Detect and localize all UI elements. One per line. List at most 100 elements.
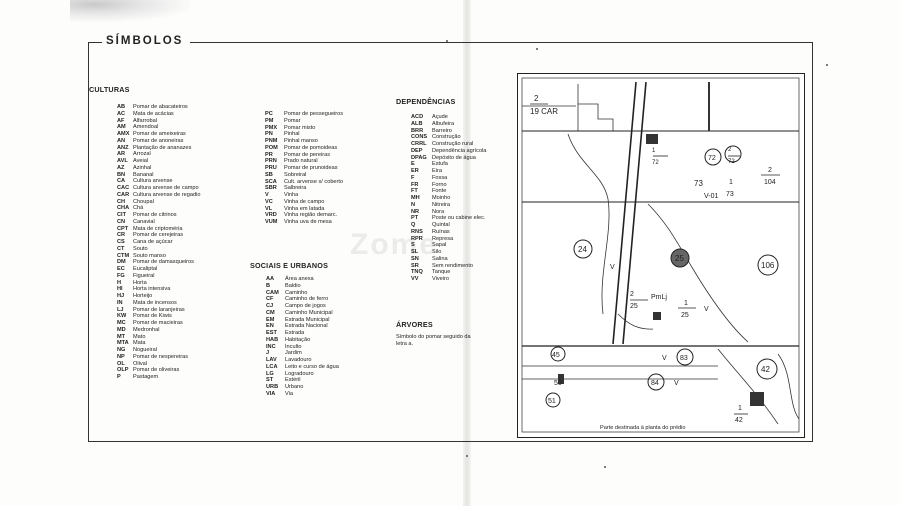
symbol-label: Bananal xyxy=(133,171,154,178)
symbol-code: SL xyxy=(411,249,419,255)
symbol-code: LJ xyxy=(117,306,124,313)
culturas-item: LJ Pomar de laranjeiras xyxy=(117,307,200,314)
symbol-code: MC xyxy=(117,320,126,326)
symbol-label: Arrozal xyxy=(133,151,151,158)
symbol-label: Sem rendimento xyxy=(432,262,474,269)
culturas2-item: PNM Pinhal manso xyxy=(265,138,343,145)
map-label-104-num: 2 xyxy=(768,167,772,174)
symbol-code: AA xyxy=(266,276,275,282)
map-label-73-den: 73 xyxy=(726,191,734,198)
symbol-label: Aveial xyxy=(133,158,149,164)
symbol-label: Vinha xyxy=(284,192,299,198)
symbol-code: RNS xyxy=(411,228,423,235)
symbol-code: PRU xyxy=(265,165,277,171)
symbol-code: VUM xyxy=(265,219,278,225)
symbol-code: Q xyxy=(411,222,416,228)
symbol-label: Prado natural xyxy=(284,158,318,165)
symbol-label: Plantação de ananazes xyxy=(133,144,192,151)
symbol-label: Pomar misto xyxy=(284,124,316,131)
symbol-code: CS xyxy=(117,239,125,245)
symbol-label: Caminho xyxy=(285,289,308,296)
symbol-code: V xyxy=(265,192,269,198)
symbol-label: Fonte xyxy=(432,188,447,195)
symbol-label: Chá xyxy=(133,205,144,212)
symbol-label: Souto manso xyxy=(133,252,166,259)
map-label-72b-num: 2 xyxy=(728,147,732,153)
map-label-72: 72 xyxy=(708,155,716,162)
symbol-code: SR xyxy=(411,262,419,269)
symbol-label: Leito e curso de água xyxy=(285,363,339,370)
symbol-code: PNM xyxy=(265,138,278,144)
scan-speck xyxy=(604,466,606,468)
map-label-72a-num: 1 xyxy=(652,148,656,154)
sociais-item: LCA Leito e curso de água xyxy=(266,364,339,371)
symbol-label: Pomar de cerejeiras xyxy=(133,232,184,239)
symbol-code: EC xyxy=(117,266,125,272)
symbol-label: Estufa xyxy=(432,161,448,168)
symbol-code: AB xyxy=(117,104,126,110)
symbol-label: Pomar de oliveiras xyxy=(133,367,180,374)
dependencias-item: E Estufa xyxy=(411,161,486,168)
symbol-label: Pinhal manso xyxy=(284,138,318,144)
map-label-24: 24 xyxy=(578,245,587,254)
symbol-label: Vinha de campo xyxy=(284,198,325,205)
symbol-code: SN xyxy=(411,255,419,262)
symbol-code: HAB xyxy=(266,336,279,343)
section-heading-sociais: SOCIAIS E URBANOS xyxy=(250,261,329,270)
watermark-logo: Zome xyxy=(350,228,439,261)
symbol-label: Salbreira xyxy=(284,185,307,192)
symbol-label: Fossa xyxy=(432,174,448,181)
symbol-label: Horteijo xyxy=(133,293,153,299)
symbol-code: NG xyxy=(117,347,126,353)
scan-smudge xyxy=(70,0,190,22)
culturas2-item: V Vinha xyxy=(265,192,343,199)
symbol-label: Construção xyxy=(432,134,461,141)
symbol-label: Moinho xyxy=(432,195,451,201)
symbol-code: CRRL xyxy=(411,141,427,147)
symbol-label: Logradouro xyxy=(285,370,314,377)
symbol-label: Pomar de laranjeiras xyxy=(133,306,185,313)
symbol-code: DEP xyxy=(411,147,423,154)
symbol-code: DM xyxy=(117,259,126,266)
symbol-label: Nitreira xyxy=(432,201,451,208)
symbol-code: LCA xyxy=(266,363,278,370)
symbol-code: E xyxy=(411,161,415,168)
symbol-label: Caminho Municipal xyxy=(285,309,333,316)
map-label-73: 73 xyxy=(694,179,703,188)
